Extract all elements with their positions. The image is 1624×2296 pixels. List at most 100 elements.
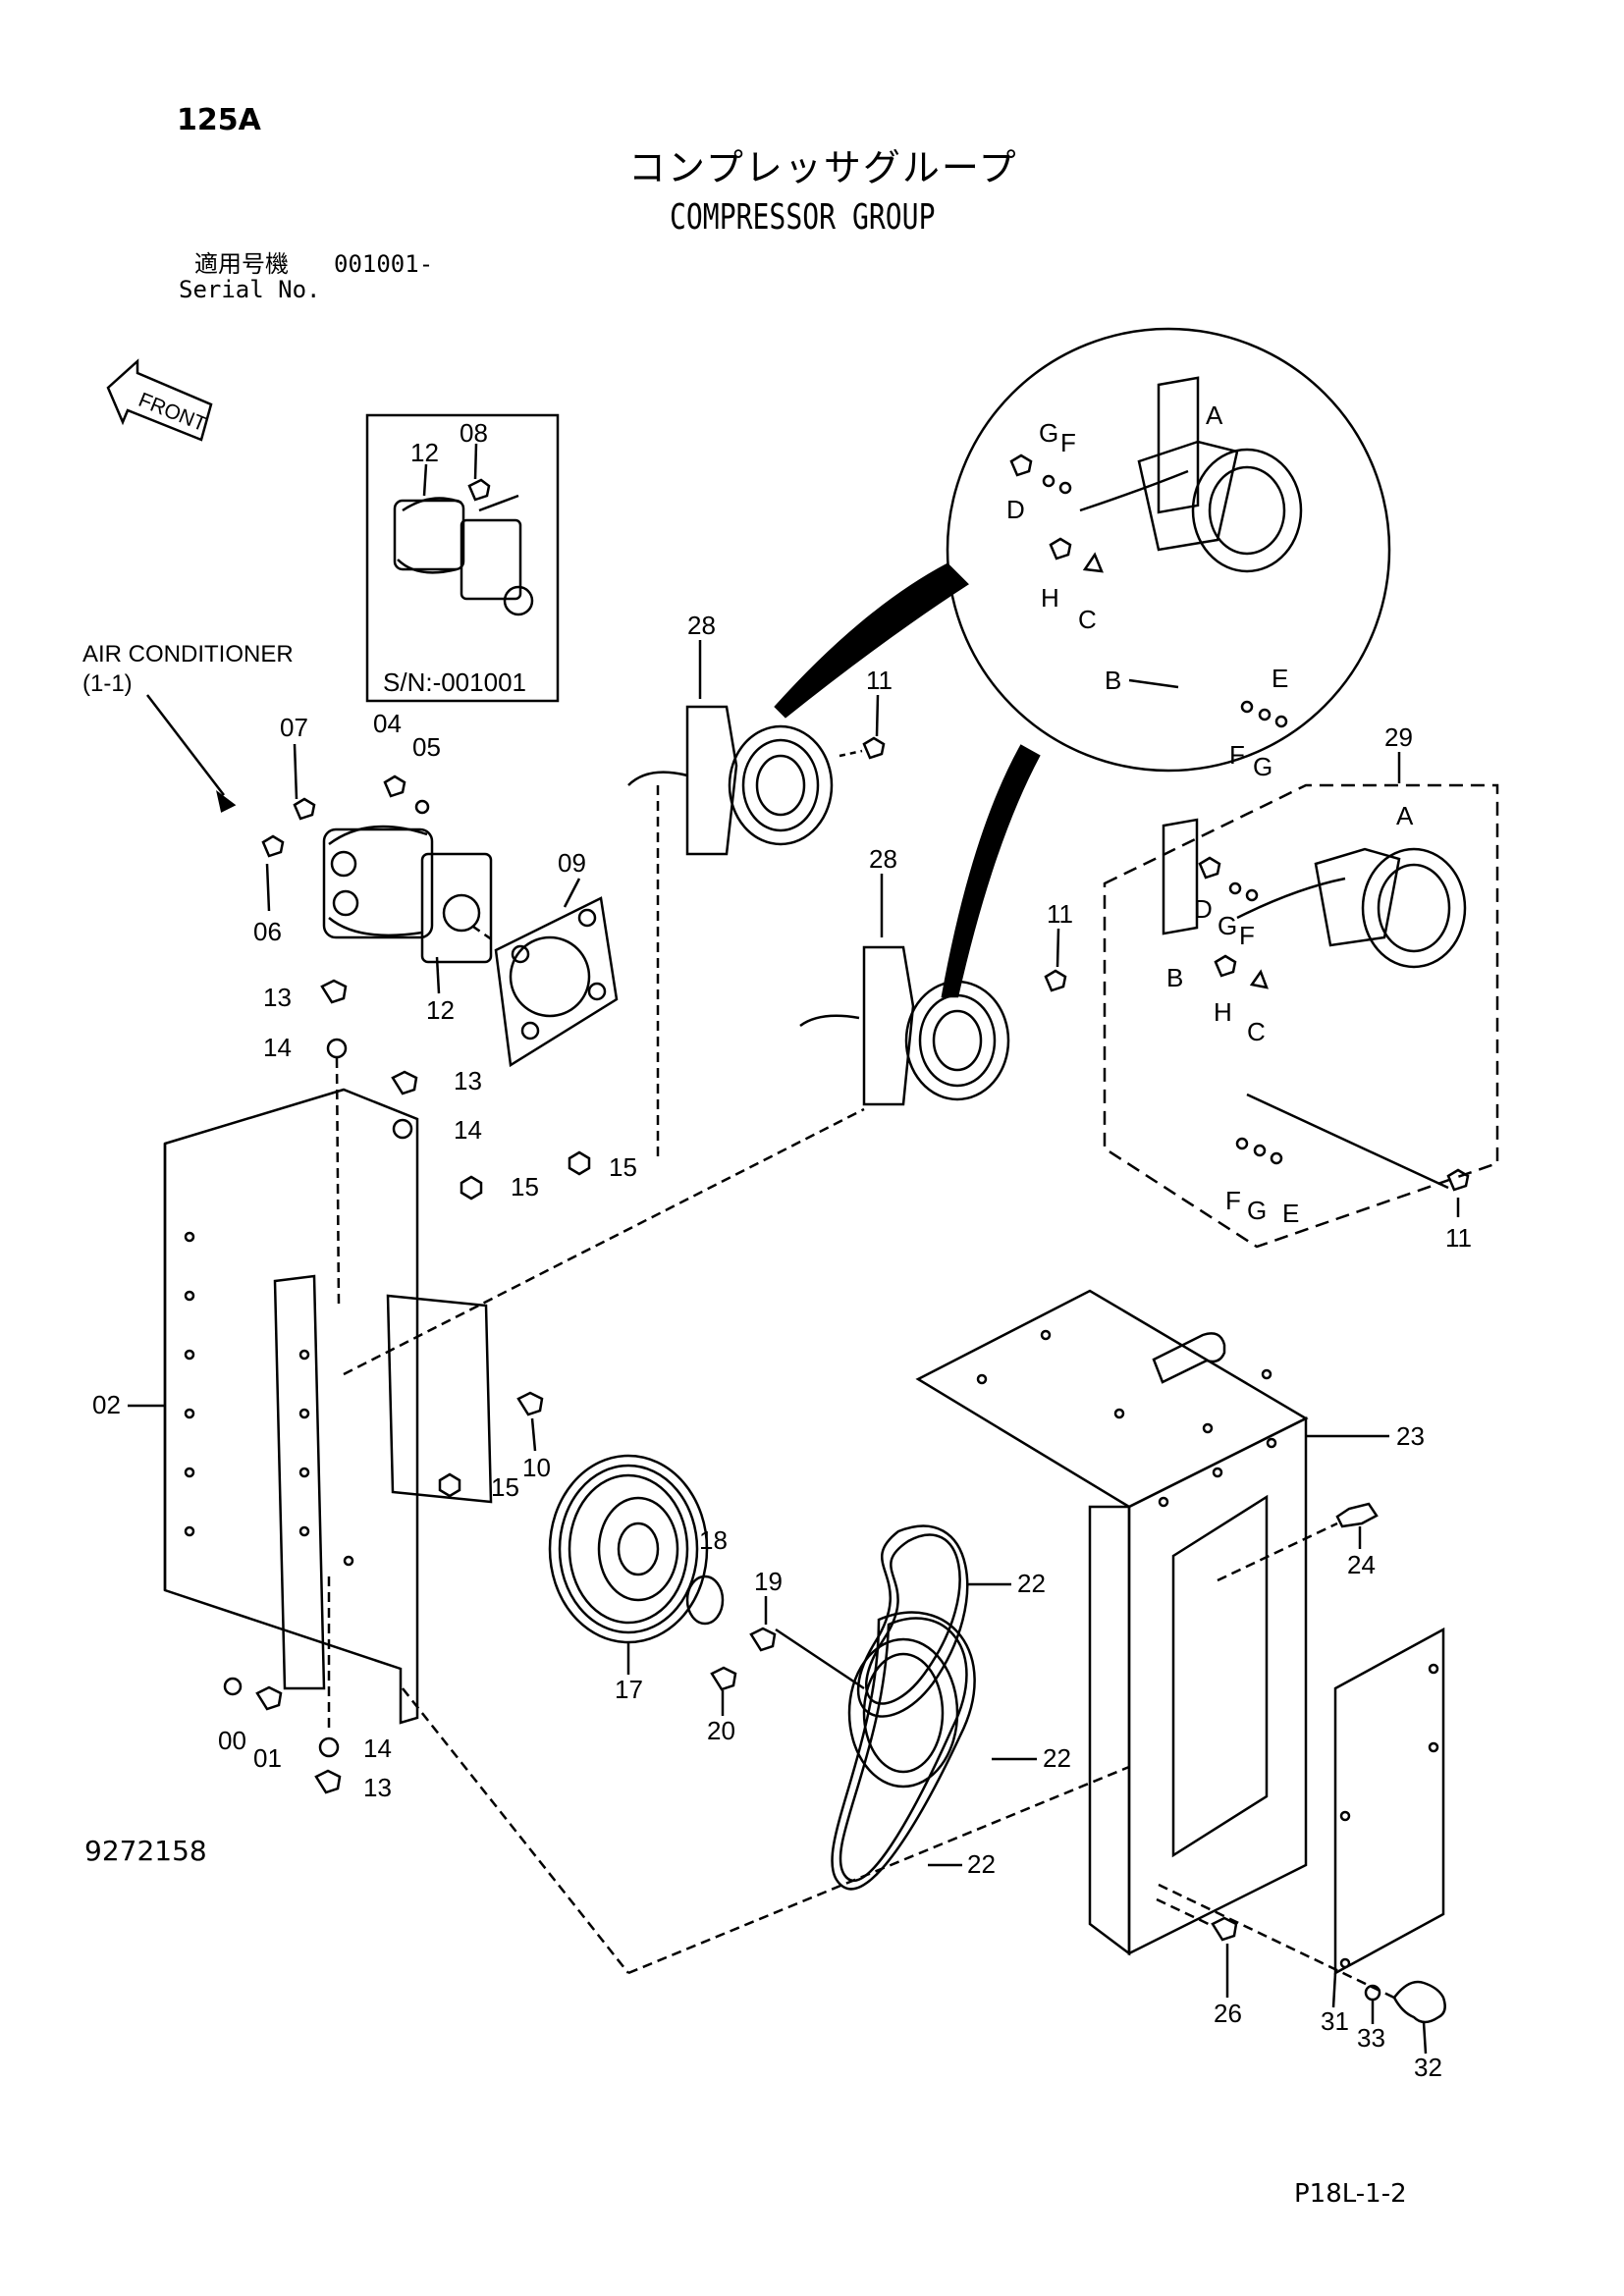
spacer-18-icon <box>685 1575 725 1626</box>
detail-label-e: E <box>1282 1199 1299 1228</box>
zoom-label-c: C <box>1078 605 1097 634</box>
nut-15b-icon <box>568 1150 591 1176</box>
callout-10: 10 <box>522 1453 551 1482</box>
callout-14b: 14 <box>454 1115 482 1145</box>
assembly-29-box <box>1103 783 1499 1249</box>
document-number: 9272158 <box>84 1835 207 1867</box>
bracket-frame-02-icon <box>163 1088 493 1725</box>
callout-09: 09 <box>558 848 586 878</box>
zoom-label-b: B <box>1105 666 1121 695</box>
detail-label-f: F <box>1239 921 1255 950</box>
serial-label-japanese: 適用号機 <box>194 250 289 278</box>
callout-15a: 15 <box>511 1172 539 1201</box>
washer-14b-icon <box>392 1118 413 1140</box>
callout-12: 12 <box>410 438 439 467</box>
bolt-11b-icon <box>1044 969 1067 992</box>
callout-28a: 28 <box>687 611 716 640</box>
zoom-label-g: G <box>1039 418 1058 448</box>
detail-label-c: C <box>1247 1017 1266 1046</box>
callout-11b: 11 <box>1047 899 1073 929</box>
washer-14c-icon <box>318 1736 340 1758</box>
detail-label-g: G <box>1218 911 1237 940</box>
callout-12b: 12 <box>426 995 455 1025</box>
detail-label-f2: F <box>1225 1186 1241 1215</box>
washer-05-icon <box>414 799 430 815</box>
zoom-label-g2: G <box>1253 752 1272 781</box>
bolt-06-icon <box>261 834 285 858</box>
front-arrow-icon: FRONT <box>106 358 213 442</box>
page-number: 125A <box>177 103 261 137</box>
serial-value: 001001- <box>334 250 434 278</box>
detail-label-a: A <box>1396 801 1414 830</box>
callout-24: 24 <box>1347 1550 1376 1579</box>
bolt-19-icon <box>749 1627 777 1652</box>
zoom-label-e: E <box>1272 664 1288 693</box>
bolt-13a-icon <box>320 979 348 1004</box>
callout-14c: 14 <box>363 1734 392 1763</box>
title-japanese: コンプレッサグループ <box>628 146 1018 189</box>
callout-08: 08 <box>460 418 488 448</box>
callout-22c: 22 <box>967 1849 996 1879</box>
bolt-20-icon <box>710 1666 737 1691</box>
callout-19: 19 <box>754 1567 783 1596</box>
detail-label-h: H <box>1214 997 1232 1027</box>
bolt-04-icon <box>383 774 406 798</box>
callout-26: 26 <box>1214 1999 1242 2028</box>
callout-00: 00 <box>218 1726 246 1755</box>
bracket-23-icon <box>915 1289 1309 1956</box>
title-english: COMPRESSOR GROUP <box>670 197 936 238</box>
zoom-label-d: D <box>1006 495 1025 524</box>
zoom-label-f: F <box>1060 428 1076 457</box>
bolt-11a-icon <box>862 736 886 760</box>
bolt-01-icon <box>255 1685 283 1711</box>
callout-22a: 22 <box>1017 1569 1046 1598</box>
detail-label-g2: G <box>1247 1196 1267 1225</box>
callout-15b: 15 <box>609 1152 637 1182</box>
compressor-28-lower-icon <box>799 945 1010 1106</box>
callout-01: 01 <box>253 1743 282 1773</box>
callout-28b: 28 <box>869 844 897 874</box>
air-conditioner-ref: (1-1) <box>82 670 133 697</box>
nut-15a-icon <box>460 1175 483 1201</box>
serial-label-english: Serial No. <box>179 276 321 303</box>
callout-23: 23 <box>1396 1421 1425 1451</box>
callout-32: 32 <box>1414 2053 1442 2082</box>
detail-label-b: B <box>1166 963 1183 992</box>
compressor-inset-icon <box>393 478 534 616</box>
compressor-28-upper-icon <box>627 705 834 856</box>
nut-15c-icon <box>438 1472 461 1498</box>
callout-18: 18 <box>699 1525 728 1555</box>
callout-04: 04 <box>373 709 402 738</box>
wing-nut-32-icon <box>1392 1980 1446 2024</box>
callout-17: 17 <box>615 1675 643 1704</box>
arrow-head-icon <box>216 789 237 813</box>
callout-15c: 15 <box>491 1472 519 1502</box>
washer-00-icon <box>223 1677 243 1696</box>
compressor-left-icon <box>322 825 493 964</box>
callout-05: 05 <box>412 732 441 762</box>
callout-11c: 11 <box>1445 1223 1472 1253</box>
zoom-label-a: A <box>1206 400 1223 430</box>
callout-14a: 14 <box>263 1033 292 1062</box>
callout-02: 02 <box>92 1390 121 1419</box>
bolt-13c-icon <box>314 1769 342 1794</box>
washer-14a-icon <box>326 1038 348 1059</box>
callout-13b: 13 <box>454 1066 482 1095</box>
belts-22-icon <box>831 1524 976 1891</box>
detail-label-d: D <box>1194 894 1213 924</box>
bolt-10-icon <box>516 1391 544 1416</box>
callout-31: 31 <box>1321 2006 1349 2036</box>
bolt-07-icon <box>293 797 316 821</box>
page-reference: P18L-1-2 <box>1294 2179 1407 2209</box>
cover-plate-31-icon <box>1333 1627 1445 1976</box>
washer-33-icon <box>1364 1984 1381 2002</box>
zoom-label-f2: F <box>1229 740 1245 770</box>
pulley-17-icon <box>548 1454 709 1644</box>
zoom-label-h: H <box>1041 583 1059 613</box>
callout-07: 07 <box>280 713 308 742</box>
callout-13c: 13 <box>363 1773 392 1802</box>
inset-box: 12 08 S/N:-001001 <box>365 413 560 703</box>
bolt-24-icon <box>1335 1502 1379 1528</box>
callout-29: 29 <box>1384 722 1413 752</box>
